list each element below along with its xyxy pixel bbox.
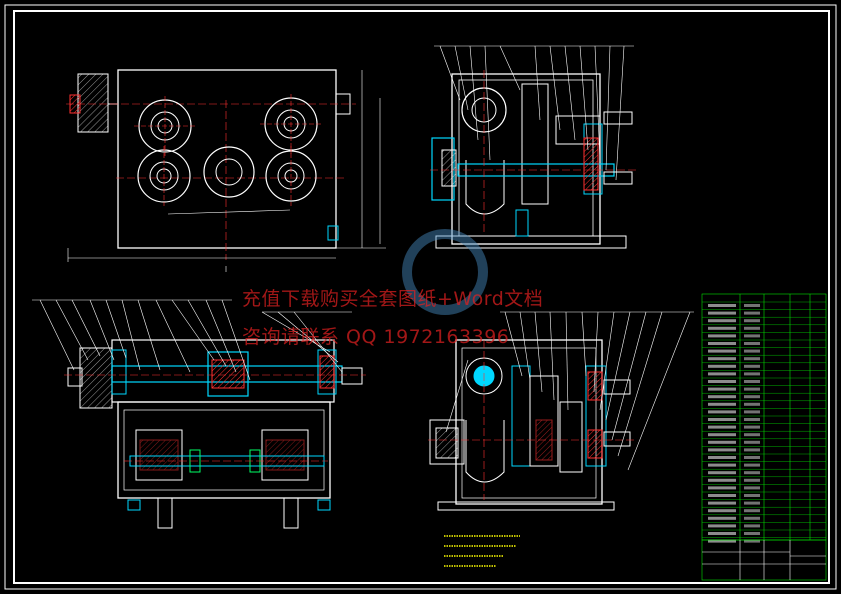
table-cell-text [708,342,736,345]
table-cell-text [708,486,736,490]
table-cell-text [708,402,736,406]
table-cell-text [744,494,760,497]
table-cell-text [708,501,736,505]
table-cell-text [744,311,760,315]
table-cell-text [744,463,760,467]
table-cell-text [708,334,736,338]
table-cell-text [744,364,760,368]
watermark-logo-icon [402,229,488,315]
table-cell-text [708,380,736,383]
table-cell-text [744,319,760,323]
table-cell-text [708,532,736,535]
table-cell-text [744,471,760,475]
table-cell-text [708,326,736,330]
table-cell-text [708,494,736,497]
table-cell-text [744,448,760,452]
table-cell-text [744,425,760,429]
parts-list-rows [702,301,826,543]
table-cell-text [744,357,760,361]
watermark-text-line2: 咨询请联系 QQ 1972163396 [242,326,510,348]
table-cell-text [708,463,736,467]
front-section-view [32,299,366,529]
table-cell-text [744,418,760,421]
table-cell-text [708,311,736,315]
table-cell-text [744,372,760,376]
table-cell-text [708,456,736,459]
table-cell-text [744,395,760,399]
table-cell-text [744,402,760,406]
table-cell-text [708,539,736,543]
table-cell-text [744,342,760,345]
table-cell-text [708,349,736,353]
table-cell-text [708,425,736,429]
table-cell-text [708,304,736,307]
table-cell-text [744,440,760,444]
top-view [66,69,386,272]
table-cell-text [744,478,760,482]
table-cell-text [708,433,736,437]
table-cell-text [744,516,760,520]
table-cell-text [708,372,736,376]
side-view-upper [430,45,636,249]
title-block [701,539,827,581]
table-cell-text [744,334,760,338]
table-cell-text [744,433,760,437]
table-cell-text [744,304,760,307]
table-cell-text [744,380,760,383]
table-cell-text [708,418,736,421]
table-cell-text [744,509,760,513]
table-cell-text [708,395,736,399]
table-cell-text [744,410,760,414]
table-cell-text [744,326,760,330]
table-cell-text [708,509,736,513]
table-cell-text [708,524,736,528]
table-cell-text [744,486,760,490]
table-cell-text [708,471,736,475]
technical-notes [444,535,520,567]
table-cell-text [708,478,736,482]
table-cell-text [744,349,760,353]
table-cell-text [744,524,760,528]
sheet-border [4,4,837,590]
table-cell-text [708,410,736,414]
table-cell-text [708,357,736,361]
table-cell-text [708,516,736,520]
table-cell-text [744,387,760,391]
table-cell-text [744,456,760,459]
table-cell-text [744,532,760,535]
table-cell-text [708,319,736,323]
table-cell-text [744,539,760,543]
table-cell-text [708,387,736,391]
side-section-view [428,311,694,511]
watermark-text-line1: 充值下载购买全套图纸+Word文档 [242,288,544,310]
table-cell-text [708,440,736,444]
table-cell-text [708,364,736,368]
gear-center [203,146,255,198]
table-cell-text [744,501,760,505]
table-cell-text [708,448,736,452]
